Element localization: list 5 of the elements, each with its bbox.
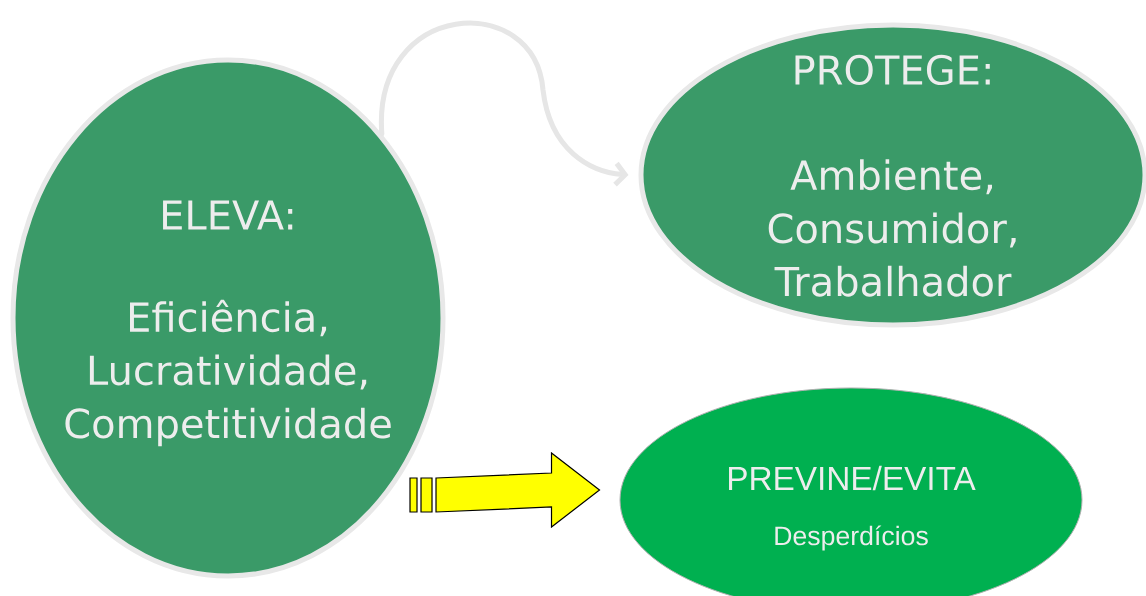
- curved-arrow: [379, 20, 629, 187]
- ellipse-node: PREVINE/EVITA Desperdícios: [619, 387, 1083, 596]
- ellipse-node: PROTEGE: Ambiente, Consumidor, Trabalhador: [638, 22, 1146, 328]
- block-arrow: [409, 451, 601, 529]
- ellipse-node: ELEVA: Eficiência, Lucratividade, Competitividade: [10, 57, 446, 579]
